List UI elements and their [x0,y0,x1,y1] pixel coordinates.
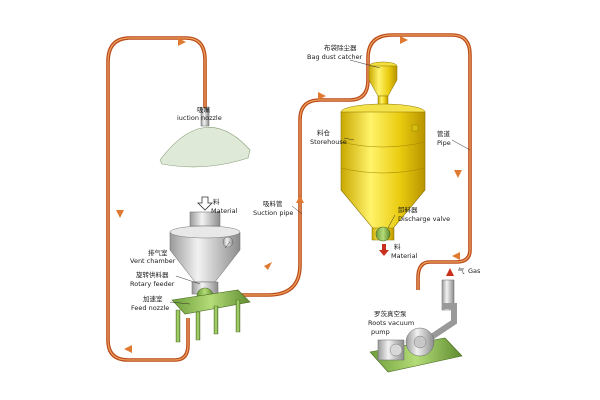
material-pile [159,127,251,168]
rotary-feeder-label-zh: 旋转供料器 [136,271,169,279]
flow-arrow [296,195,304,203]
material-top-label-en: Material [211,207,238,215]
storehouse-label-zh: 料仓 [317,129,330,137]
suction-pipe-label-en: Suction pipe [253,209,294,217]
discharge-valve-label-zh: 卸料器 [398,206,418,214]
feed-nozzle-label-zh: 加速室 [143,295,163,303]
vent-chamber-label-en: Vent chamber [130,257,176,265]
roots-pump-label-zh: 罗茨真空泵 [374,310,407,318]
feeder-assembly [169,211,251,343]
flow-arrow [318,92,326,100]
flow-arrow [452,252,460,260]
bag-dust-catcher-label-en: Bag dust catcher [307,53,363,61]
discharge-valve-wheel [375,226,391,242]
suction-nozzle-label-zh: 吸嘴 [197,106,210,114]
flow-arrow [124,345,132,353]
material-output-arrow [379,244,389,256]
flow-arrow [264,262,272,270]
suction-pipe-label-zh: 吸料管 [263,200,283,208]
flow-arrow [400,36,408,44]
suction-nozzle-assembly [159,107,251,168]
material-input-arrow [197,196,213,211]
flow-arrow [454,170,462,178]
feed-nozzle-label-en: Feed nozzle [131,304,170,312]
material-top-label-zh: 料 [213,198,220,206]
material-bottom-label-en: Material [391,252,418,260]
gas-output-arrow [446,268,454,276]
storehouse-label-en: Storehouse [310,138,347,146]
suction-nozzle-label-en: iuction nozzle [177,114,222,122]
gas-label-en: Gas [468,267,481,275]
vent-chamber-label-zh: 排气室 [148,249,168,257]
roots-pump-label-en-2: pump [371,328,390,336]
leader-lines [169,59,471,305]
flow-arrows [116,36,462,353]
roots-pump-assembly [369,279,463,373]
flow-arrow [116,210,124,218]
pipe-label-zh: 管道 [437,130,450,138]
storehouse-assembly [340,61,426,242]
discharge-valve-label-en: Discharge valve [398,215,451,223]
rotary-feeder-label-en: Rotary feeder [130,280,175,288]
gas-label-zh: 气 [458,267,465,275]
material-bottom-label-zh: 料 [394,243,401,251]
bag-dust-catcher-label-zh: 布袋除尘器 [324,44,357,52]
flow-arrow [178,38,186,46]
pipe-label-en: Pipe [437,139,451,147]
roots-pump-label-en-1: Roots vacuum [368,319,415,327]
